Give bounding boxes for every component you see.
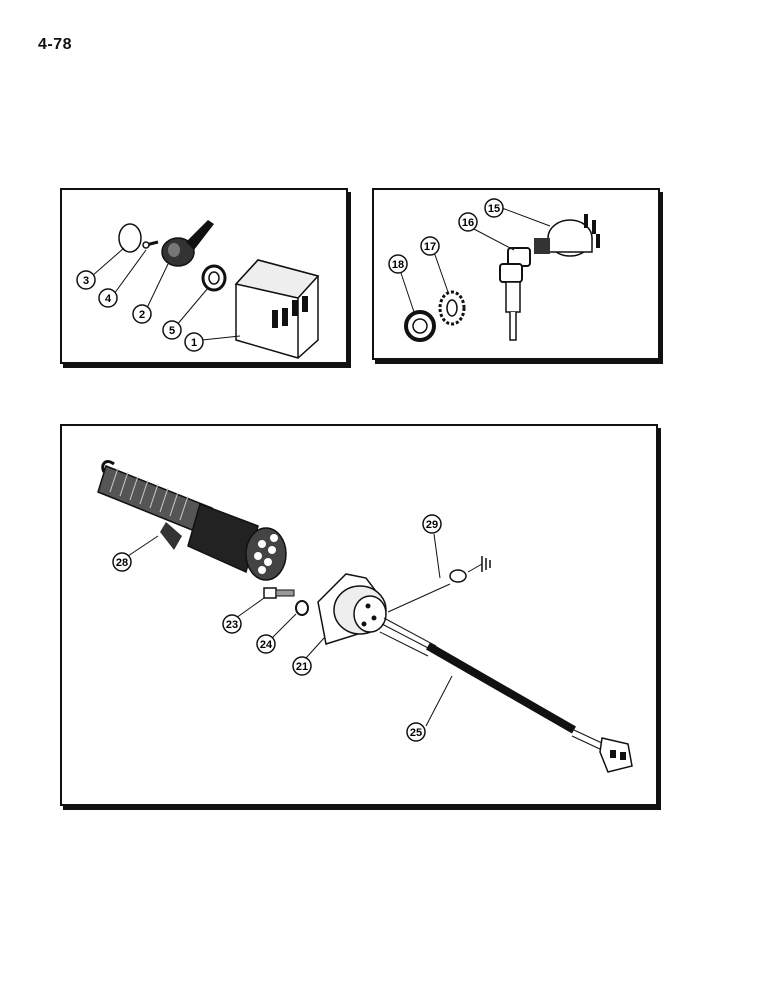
callout-3: 3	[83, 275, 89, 287]
nut-part	[201, 264, 227, 292]
callout-18: 18	[392, 259, 404, 271]
nut-part	[404, 310, 436, 342]
callout-23: 23	[226, 619, 238, 631]
callout-2: 2	[139, 309, 145, 321]
bolt-part	[263, 587, 295, 599]
ground-wire-part	[387, 556, 491, 613]
lens-part	[118, 223, 142, 253]
callout-1: 1	[191, 337, 197, 349]
knob-part	[161, 220, 214, 267]
switch-assembly-panel: 3 4 2 5 1	[60, 188, 348, 364]
lock-washer-part	[438, 290, 466, 326]
switch-assembly-illustration: 3 4 2 5 1	[76, 220, 320, 359]
callout-17: 17	[424, 241, 436, 253]
key-part	[499, 247, 531, 341]
callout-4: 4	[105, 293, 112, 305]
callout-16: 16	[462, 217, 474, 229]
callout-5: 5	[169, 325, 175, 337]
trailer-plug-part	[97, 460, 287, 581]
connector-assembly-illustration: 29 28 23 24 21 25	[97, 460, 633, 773]
page-number: 4-78	[38, 36, 73, 53]
callout-28: 28	[116, 557, 128, 569]
callout-15: 15	[488, 203, 500, 215]
screw-part	[142, 240, 159, 249]
switch-body-part	[234, 259, 320, 359]
wiring-harness-part	[379, 617, 633, 773]
ignition-switch-illustration: 15 16 17 18	[388, 198, 600, 342]
ignition-switch-part	[534, 214, 600, 257]
callout-25: 25	[410, 727, 422, 739]
trailer-socket-part	[317, 573, 387, 645]
washer-part	[295, 600, 309, 616]
connector-assembly-panel: 29 28 23 24 21 25	[60, 424, 658, 806]
callout-21: 21	[296, 661, 308, 673]
callout-29: 29	[426, 519, 438, 531]
ignition-switch-panel: 15 16 17 18	[372, 188, 660, 360]
callout-24: 24	[260, 639, 273, 651]
